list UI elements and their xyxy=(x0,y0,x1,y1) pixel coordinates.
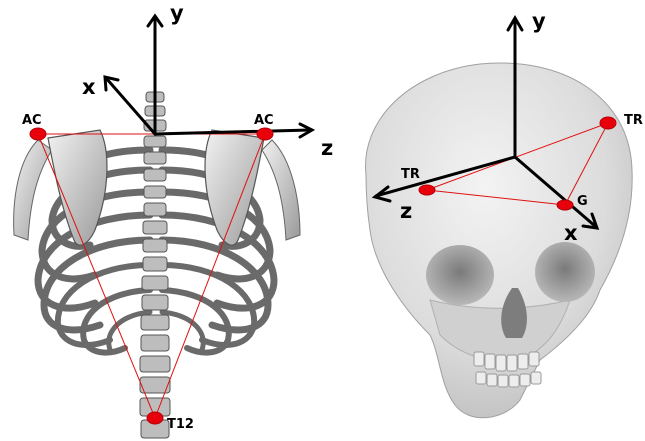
torso-ac-right-label: AC xyxy=(254,113,274,128)
torso-x-label: x xyxy=(82,75,96,99)
skull-y-label: y xyxy=(532,9,546,33)
skull-tr-right-marker xyxy=(600,117,616,129)
skull-z-label: z xyxy=(400,199,412,223)
skull-tr-left-label: TR xyxy=(401,167,420,182)
torso-figure: y x z AC AC T12 xyxy=(14,1,334,438)
left-orbit xyxy=(426,245,494,305)
skull-tr-left-marker xyxy=(419,185,435,195)
right-orbit xyxy=(535,242,595,302)
skull-tr-right-label: TR xyxy=(624,113,643,128)
torso-ac-left-label: AC xyxy=(22,113,42,128)
torso-t12-label: T12 xyxy=(167,417,194,432)
skull-g-label: G xyxy=(577,194,588,209)
torso-ac-left-marker xyxy=(30,128,46,140)
skull-g-marker xyxy=(557,200,573,210)
torso-z-axis xyxy=(155,130,310,134)
torso-y-label: y xyxy=(170,1,184,25)
torso-z-label: z xyxy=(321,136,333,160)
spine xyxy=(140,92,170,438)
skull-figure: y z x TR TR G xyxy=(366,9,643,418)
skull-x-label: x xyxy=(564,221,578,245)
torso-axes xyxy=(105,16,312,137)
torso-ac-right-marker xyxy=(257,128,273,140)
torso-t12-marker xyxy=(147,412,163,424)
